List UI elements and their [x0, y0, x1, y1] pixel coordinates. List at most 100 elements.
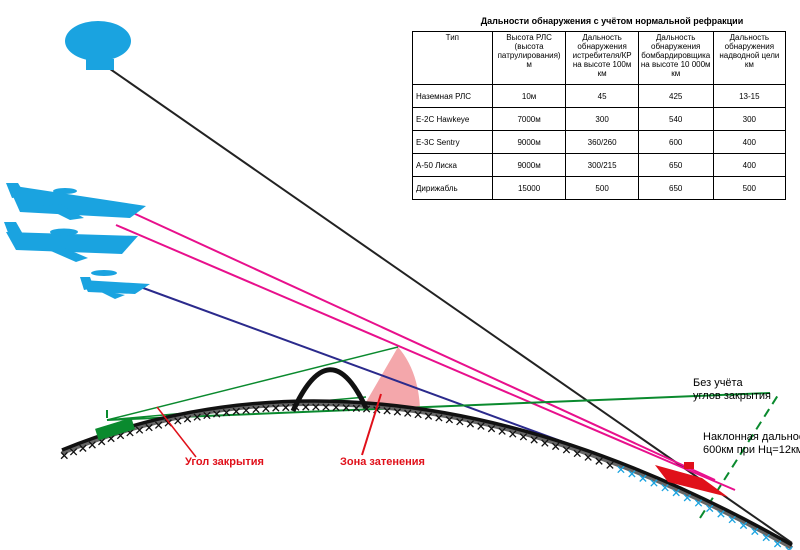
- hatch-mark: [498, 427, 506, 435]
- hatch-mark: [322, 403, 330, 411]
- hatch-mark: [242, 406, 250, 415]
- row-type: E-2C Hawkeye: [412, 107, 493, 131]
- col-surface-header: Дальность обнаружения надводной цели км: [712, 31, 787, 85]
- airship-icon: [65, 21, 131, 70]
- target-marker: [684, 462, 694, 469]
- hatch-mark: [717, 510, 725, 518]
- hatch-mark: [456, 418, 464, 426]
- table-row: Дирижабль 15000 500 650 500: [412, 176, 787, 200]
- detection-range-table: Тип Высота РЛС (высота патрулирования) м…: [412, 31, 787, 200]
- row-altitude: 7000м: [491, 107, 567, 131]
- hatch-mark: [573, 449, 581, 458]
- row-type: Дирижабль: [412, 176, 493, 200]
- slant-range-label-line2: 600км при Нц=12км: [703, 444, 800, 456]
- col-type-header: Тип: [412, 31, 493, 85]
- row-fighter: 300: [565, 107, 639, 131]
- row-bomber: 650: [637, 153, 714, 177]
- hatch-mark: [97, 438, 106, 446]
- hatch-mark: [362, 405, 371, 413]
- row-fighter: 360/260: [565, 130, 639, 154]
- row-surface: 500: [712, 176, 787, 200]
- hatch-mark: [435, 414, 443, 422]
- hatch-mark: [788, 546, 793, 550]
- earth-hatch: [60, 403, 793, 550]
- hatch-mark: [466, 420, 475, 428]
- e2c-aircraft-icon: [80, 270, 150, 299]
- hatch-mark: [672, 489, 680, 497]
- no-mask-label-line2: углов закрытия: [693, 390, 771, 402]
- row-surface: 300: [712, 107, 787, 131]
- hatch-mark: [232, 407, 240, 416]
- hatch-mark: [584, 453, 592, 461]
- hatch-mark: [785, 546, 790, 550]
- col-bomber-header: Дальность обнаружения бомбардировщика на…: [637, 31, 714, 85]
- hatch-mark: [706, 504, 714, 513]
- row-bomber: 650: [637, 176, 714, 200]
- row-altitude: 9000м: [491, 153, 567, 177]
- table-title: Дальности обнаружения с учётом нормально…: [480, 16, 744, 26]
- no-mask-label-line1: Без учёта: [693, 377, 743, 389]
- hatch-mark: [282, 403, 290, 412]
- hatch-mark: [551, 442, 560, 451]
- shadow-zone-pointer: [361, 393, 382, 456]
- row-type: E-3C Sentry: [412, 130, 493, 154]
- hill: [290, 367, 369, 413]
- hatch-mark: [135, 426, 144, 434]
- hatch-mark: [477, 422, 485, 430]
- surface-target-icon: [655, 465, 728, 497]
- hatch-mark: [694, 499, 703, 507]
- row-bomber: 600: [637, 130, 714, 154]
- table-header-row: Тип Высота РЛС (высота патрулирования) м…: [412, 31, 787, 85]
- hatch-mark: [154, 421, 163, 429]
- hatch-mark: [272, 404, 280, 412]
- hatch-mark: [79, 444, 87, 452]
- table-row: А-50 Лиска 9000м 300/215 650 400: [412, 153, 787, 177]
- hatch-mark: [107, 434, 115, 443]
- hatch-mark: [222, 408, 231, 417]
- hatch-mark: [562, 446, 571, 454]
- hatch-mark: [661, 484, 669, 492]
- hatch-mark: [683, 494, 691, 502]
- hatch-mark: [509, 430, 517, 438]
- hatch-mark: [116, 431, 125, 440]
- hatch-mark: [728, 515, 736, 524]
- row-bomber: 540: [637, 107, 714, 131]
- hatch-mark: [606, 461, 614, 469]
- hatch-mark: [193, 413, 201, 421]
- hatch-mark: [252, 405, 260, 414]
- hatch-mark: [88, 441, 96, 449]
- aew-upper-sight-line: [119, 206, 716, 481]
- hatch-mark: [414, 410, 422, 419]
- mask-angle-label: Угол закрытия: [185, 456, 264, 468]
- table-row: Наземная РЛС 10м 45 425 13-15: [412, 84, 787, 108]
- hatch-mark: [332, 403, 340, 412]
- hatch-mark: [530, 436, 538, 444]
- hatch-mark: [773, 540, 782, 548]
- dashed-horizon-line: [699, 391, 781, 519]
- slant-range-label-line1: Наклонная дальность: [703, 431, 800, 443]
- hatch-mark: [639, 474, 647, 482]
- hatch-mark: [302, 403, 310, 411]
- row-fighter: 45: [565, 84, 639, 108]
- hatch-mark: [262, 405, 270, 413]
- hatch-mark: [69, 448, 78, 456]
- table-row: E-3C Sentry 9000м 360/260 600 400: [412, 130, 787, 154]
- hatch-mark: [203, 411, 211, 420]
- e3-aircraft-icon: [4, 222, 138, 262]
- hatch-mark: [404, 409, 412, 417]
- row-altitude: 10м: [491, 84, 567, 108]
- row-fighter: 300/215: [565, 153, 639, 177]
- row-altitude: 15000: [491, 176, 567, 200]
- hatch-mark: [424, 412, 433, 420]
- row-fighter: 500: [565, 176, 639, 200]
- hatch-mark: [541, 439, 549, 447]
- hatch-mark: [445, 416, 454, 424]
- row-type: Наземная РЛС: [412, 84, 493, 108]
- col-fighter-header: Дальность обнаружения истребителя/КР на …: [565, 31, 639, 85]
- hatch-mark: [312, 403, 320, 411]
- hatch-mark: [126, 429, 134, 437]
- hatch-mark: [383, 407, 391, 415]
- ground-radar-upper-line: [106, 346, 399, 421]
- hatch-mark: [762, 533, 770, 542]
- hatch-mark: [213, 410, 221, 418]
